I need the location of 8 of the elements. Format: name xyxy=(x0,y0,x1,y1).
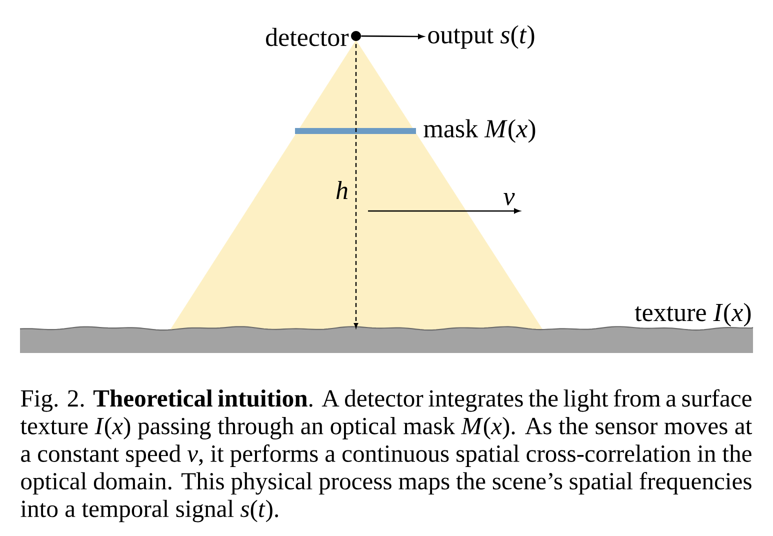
arrow xyxy=(361,34,424,40)
arrow-label: v xyxy=(504,193,515,206)
texture-label: texture I(x) xyxy=(634,302,751,327)
dimension-label: h xyxy=(336,180,348,199)
detector-label: detector xyxy=(266,28,349,46)
mask-label: mask M(x) xyxy=(424,119,536,143)
output-label: output s(t) xyxy=(428,25,534,49)
caption: Fig. 2. Theoretical intuition. A detector integrates the light from a surface texture I(x) passing through an optical mask M(x). As the sensor moves at a constant speed v, it performs a continuous spatial cross-correlation in the optical domain. This physical process maps the scene’s spatial frequencies into a temporal signal s(t). xyxy=(20,389,752,522)
